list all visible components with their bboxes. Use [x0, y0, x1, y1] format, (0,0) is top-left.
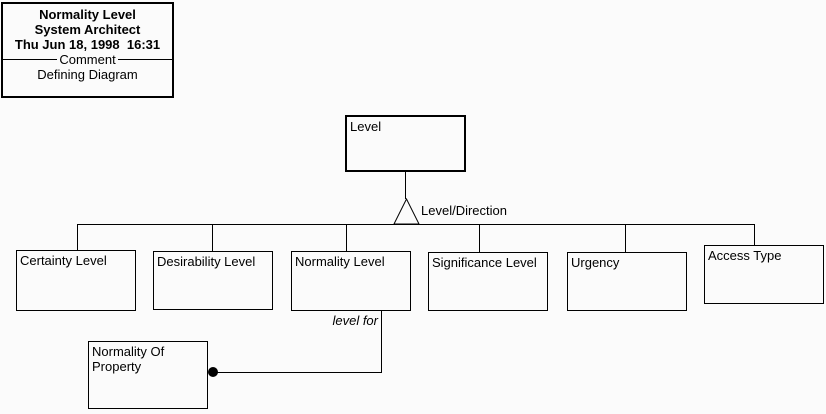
node-level[interactable]: Level	[345, 115, 466, 172]
connector-drop-normality[interactable]	[346, 224, 347, 252]
node-access-type-label: Access Type	[708, 248, 782, 263]
connector-level-for-vertical[interactable]	[381, 311, 382, 372]
diagram-timestamp: Thu Jun 18, 1998 16:31	[14, 37, 161, 52]
node-normality-level[interactable]: Normality Level	[291, 251, 411, 311]
node-desirability-level-label: Desirability Level	[157, 254, 256, 269]
node-urgency-label: Urgency	[571, 255, 620, 270]
comment-divider: Comment	[3, 52, 173, 67]
diagram-title-block: Normality Level System Architect Thu Jun…	[1, 2, 174, 98]
node-normality-level-label: Normality Level	[295, 254, 385, 269]
comment-value: Defining Diagram	[37, 67, 138, 82]
application-name: System Architect	[34, 22, 141, 37]
association-endpoint-dot-icon	[208, 367, 218, 377]
subtype-triangle-icon[interactable]	[393, 198, 420, 225]
divider-line-left	[3, 59, 58, 60]
connector-parent-stem[interactable]	[405, 171, 406, 199]
divider-line-right	[117, 59, 173, 60]
association-level-for-label: level for	[332, 313, 378, 328]
connector-drop-urgency[interactable]	[625, 224, 626, 253]
node-normality-of-property[interactable]: Normality Of Property	[88, 341, 208, 409]
node-urgency[interactable]: Urgency	[567, 252, 687, 311]
node-normality-of-property-label: Normality Of Property	[92, 344, 165, 374]
node-significance-level-label: Significance Level	[432, 255, 537, 270]
node-certainty-level[interactable]: Certainty Level	[16, 250, 136, 311]
connector-drop-certainty[interactable]	[77, 224, 78, 251]
comment-label: Comment	[59, 52, 116, 67]
connector-level-for-horizontal[interactable]	[213, 372, 382, 373]
subtype-relationship-label: Level/Direction	[421, 203, 507, 218]
node-certainty-level-label: Certainty Level	[20, 253, 107, 268]
connector-drop-significance[interactable]	[479, 224, 480, 253]
connector-drop-desirability[interactable]	[212, 224, 213, 252]
connector-bus-line[interactable]	[77, 224, 755, 225]
node-desirability-level[interactable]: Desirability Level	[153, 251, 273, 310]
node-significance-level[interactable]: Significance Level	[428, 252, 548, 311]
connector-drop-access-type[interactable]	[754, 224, 755, 246]
node-level-label: Level	[350, 119, 382, 134]
diagram-name: Normality Level	[39, 7, 136, 22]
node-access-type[interactable]: Access Type	[704, 245, 824, 304]
